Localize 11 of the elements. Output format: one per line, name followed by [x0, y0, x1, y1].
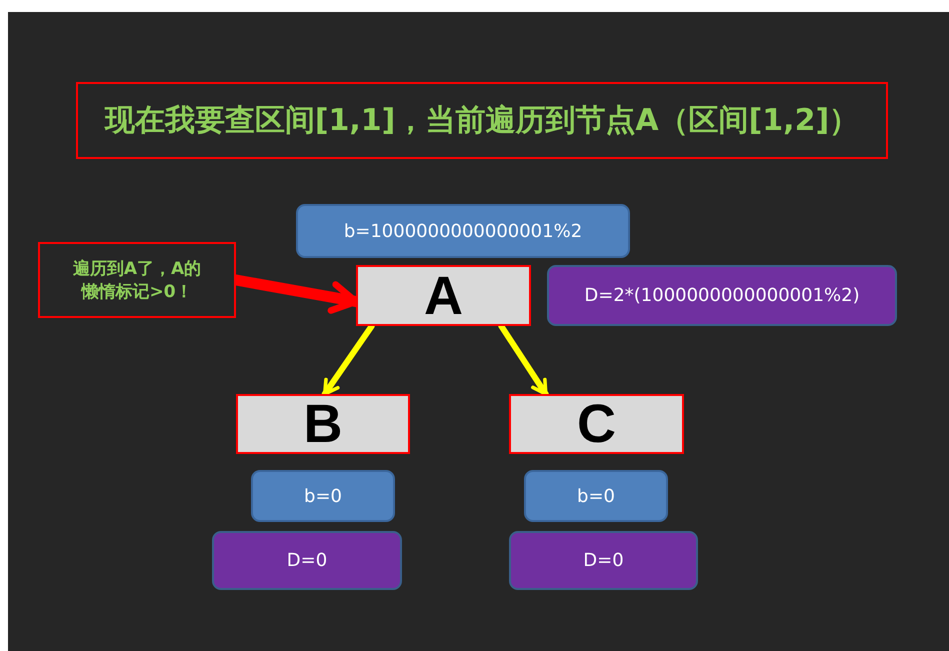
value-box: b=0 — [251, 470, 395, 522]
tree-node-box: A — [356, 265, 531, 326]
value-box: D=0 — [212, 531, 402, 590]
value-box: D=0 — [509, 531, 698, 590]
text-box: 遍历到A了，A的懒惰标记>0！ — [38, 242, 236, 318]
tree-node-box: B — [236, 394, 410, 454]
text-box: 现在我要查区间[1,1]，当前遍历到节点A（区间[1,2]） — [76, 82, 888, 159]
value-box: b=0 — [524, 470, 668, 522]
value-box: b=1000000000000001%2 — [296, 204, 630, 258]
value-box: D=2*(1000000000000001%2) — [547, 265, 897, 326]
tree-node-box: C — [509, 394, 684, 454]
